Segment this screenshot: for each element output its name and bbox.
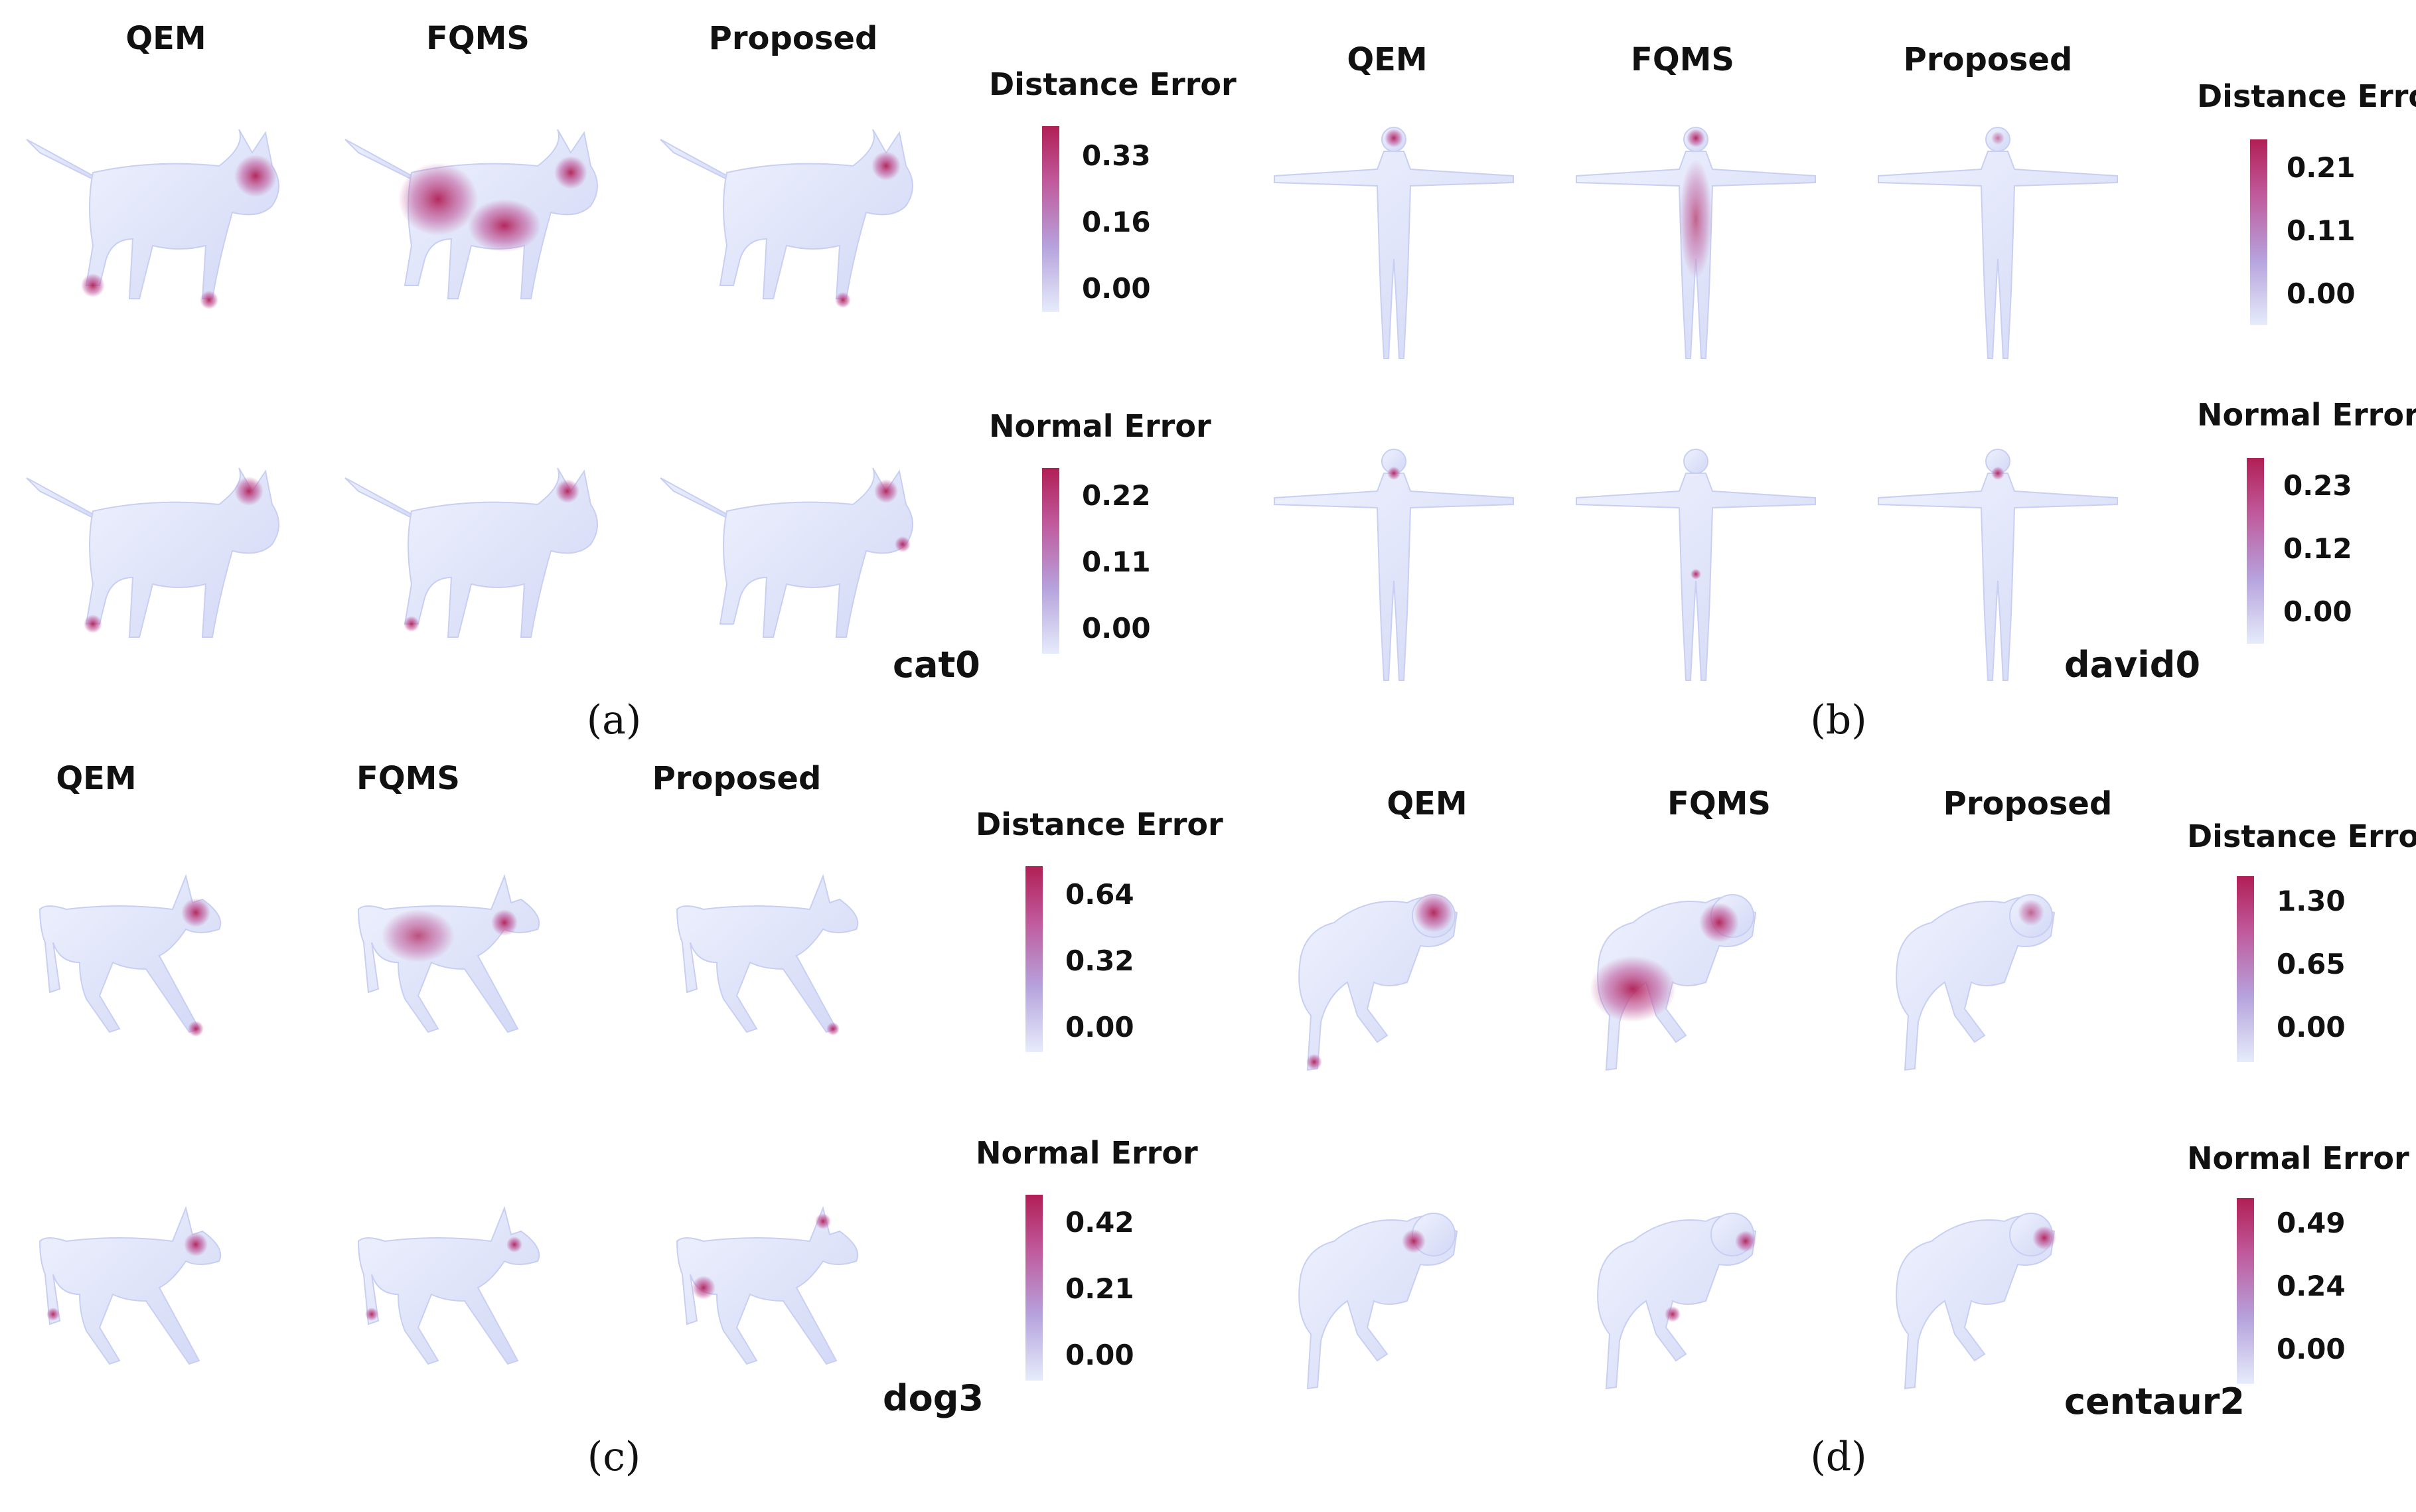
column-header-qem: QEM — [125, 20, 206, 57]
mesh-render-fqms-normal — [344, 467, 598, 638]
legend-title-normal: Normal Error — [976, 1135, 1198, 1171]
model-name: cat0 — [893, 644, 980, 686]
mesh-render-proposed-distance — [660, 129, 913, 308]
mesh-render-qem-normal — [1298, 1213, 1458, 1389]
tick-label: 0.22 — [1082, 479, 1151, 512]
legend-title-normal: Normal Error — [2187, 1140, 2409, 1176]
mesh-render-qem-distance — [39, 875, 222, 1037]
column-header-fqms: FQMS — [426, 20, 530, 57]
tick-label: 0.16 — [1082, 206, 1151, 238]
colorbar-distance — [1042, 126, 1059, 312]
tick-label: 0.23 — [2283, 469, 2352, 502]
mesh-render-proposed-distance — [676, 875, 859, 1035]
mesh-render-qem-distance — [26, 129, 279, 309]
legend-title-distance: Distance Error — [976, 806, 1223, 842]
column-header-fqms: FQMS — [1631, 41, 1734, 78]
tick-label: 0.24 — [2277, 1270, 2346, 1302]
tick-label: 0.00 — [2277, 1011, 2346, 1043]
mesh-render-qem-distance — [1298, 893, 1458, 1071]
mesh-render-fqms-distance — [1590, 894, 1756, 1071]
column-header-qem: QEM — [56, 760, 137, 797]
subfigure-label: (b) — [1810, 697, 1867, 743]
subfigure-label: (c) — [587, 1434, 641, 1480]
tick-label: 0.00 — [1065, 1011, 1134, 1043]
colorbar-distance — [2237, 876, 2254, 1062]
mesh-render-proposed-normal — [1878, 449, 2118, 681]
mesh-render-qem-normal — [26, 467, 279, 638]
tick-label: 0.33 — [1082, 139, 1151, 172]
mesh-render-fqms-normal — [1576, 449, 1816, 681]
legend-title-distance: Distance Error — [2197, 78, 2416, 114]
mesh-render-proposed-distance — [1896, 894, 2055, 1071]
column-header-qem: QEM — [1347, 41, 1428, 78]
tick-label: 0.00 — [2287, 277, 2356, 310]
column-header-proposed: Proposed — [652, 760, 822, 797]
column-header-fqms: FQMS — [1667, 785, 1771, 822]
mesh-render-fqms-distance — [358, 875, 540, 1033]
column-header-proposed: Proposed — [1903, 41, 2073, 78]
legend-title-normal: Normal Error — [2197, 397, 2416, 433]
tick-label: 0.21 — [1065, 1272, 1134, 1305]
mesh-render-fqms-normal — [358, 1207, 540, 1365]
tick-label: 0.12 — [2283, 532, 2352, 565]
legend-title-distance: Distance Error — [2187, 818, 2416, 854]
mesh-render-fqms-distance — [344, 129, 598, 299]
colorbar-normal — [2247, 458, 2264, 644]
mesh-render-fqms-normal — [1597, 1213, 1756, 1389]
colorbar-normal — [1025, 1195, 1043, 1381]
colorbar-normal — [2237, 1198, 2254, 1384]
tick-label: 0.21 — [2287, 151, 2356, 184]
tick-label: 0.00 — [1082, 612, 1151, 644]
mesh-render-proposed-normal — [660, 467, 913, 638]
tick-label: 0.64 — [1065, 878, 1134, 911]
tick-label: 1.30 — [2277, 885, 2346, 917]
tick-label: 0.11 — [1082, 546, 1151, 578]
tick-label: 0.00 — [2283, 595, 2352, 628]
mesh-render-proposed-normal — [1896, 1213, 2056, 1389]
tick-label: 0.42 — [1065, 1206, 1134, 1239]
tick-label: 0.65 — [2277, 948, 2346, 980]
mesh-render-qem-distance — [1274, 127, 1514, 359]
subfigure-label: (d) — [1810, 1434, 1867, 1480]
mesh-render-qem-normal — [39, 1207, 222, 1365]
colorbar-normal — [1042, 468, 1059, 654]
column-header-fqms: FQMS — [356, 760, 460, 797]
tick-label: 0.32 — [1065, 945, 1134, 977]
legend-title-distance: Distance Error — [989, 66, 1237, 102]
tick-label: 0.11 — [2287, 214, 2356, 247]
column-header-proposed: Proposed — [708, 20, 878, 57]
column-header-qem: QEM — [1387, 785, 1468, 822]
tick-label: 0.00 — [1065, 1339, 1134, 1371]
mesh-render-proposed-normal — [676, 1207, 859, 1365]
model-name: david0 — [2064, 644, 2201, 686]
mesh-render-qem-normal — [1274, 449, 1514, 681]
tick-label: 0.49 — [2277, 1207, 2346, 1239]
tick-label: 0.00 — [1082, 272, 1151, 305]
subfigure-label: (a) — [586, 697, 642, 743]
colorbar-distance — [1025, 866, 1043, 1052]
model-name: dog3 — [883, 1377, 984, 1419]
mesh-render-proposed-distance — [1878, 127, 2118, 359]
colorbar-distance — [2250, 139, 2267, 325]
model-name: centaur2 — [2064, 1381, 2245, 1422]
tick-label: 0.00 — [2277, 1333, 2346, 1365]
mesh-render-fqms-distance — [1576, 127, 1816, 359]
legend-title-normal: Normal Error — [989, 408, 1211, 444]
column-header-proposed: Proposed — [1943, 785, 2113, 822]
